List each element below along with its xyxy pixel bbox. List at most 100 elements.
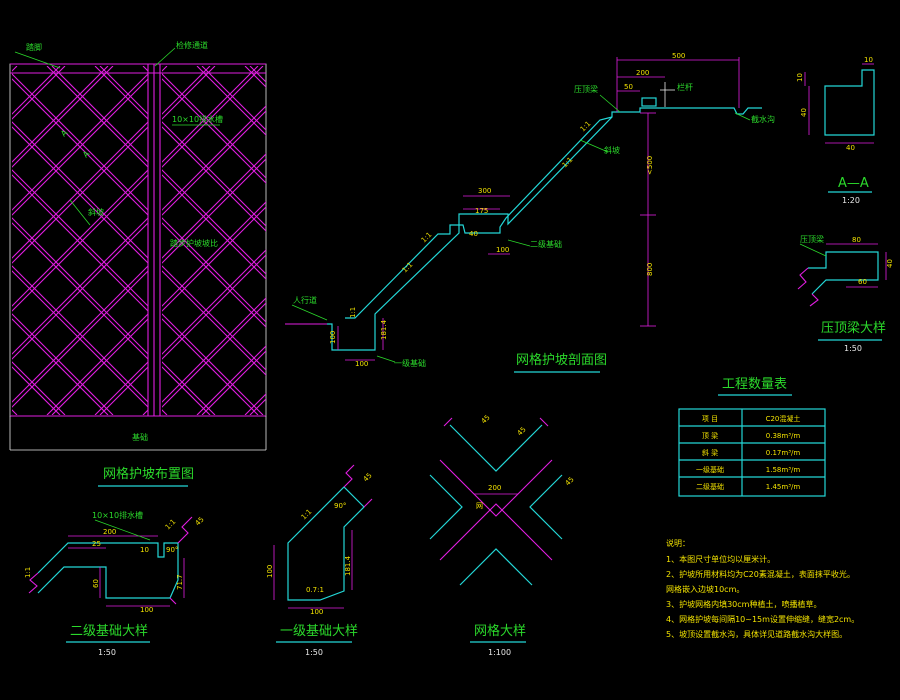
grid-detail: 200 45 45 45 网 网格大样 1:100 bbox=[429, 413, 576, 657]
lattice-line bbox=[201, 350, 266, 415]
table-cell-value: 1.45m³/m bbox=[766, 483, 801, 491]
b2-dim-200: 200 bbox=[103, 528, 116, 536]
section-aa: 10 40 40 10 A—A 1:20 bbox=[796, 56, 875, 205]
lattice-line bbox=[162, 73, 266, 179]
lattice-line bbox=[162, 66, 168, 72]
b2-dim-100: 100 bbox=[140, 606, 153, 614]
aa-title: A—A bbox=[838, 176, 869, 191]
cap-dim-60: 60 bbox=[858, 278, 867, 286]
cap-label: 压顶梁 bbox=[800, 235, 824, 244]
lattice-line bbox=[12, 270, 148, 408]
notes-item: 4、网格护坡每间隔10~15m设置伸缩缝，缝宽2cm。 bbox=[666, 614, 859, 624]
notes-item: 1、本图尺寸单位均以厘米计。 bbox=[666, 554, 775, 564]
label-base: 基础 bbox=[132, 432, 148, 442]
dim-1-1a: 1:1 bbox=[579, 120, 593, 134]
dim-175: 175 bbox=[475, 207, 488, 215]
lattice-line bbox=[162, 66, 264, 168]
label-cap-beam: 踏脚 bbox=[26, 42, 42, 52]
lattice-line bbox=[162, 206, 266, 312]
grid-dim-45a: 45 bbox=[480, 413, 492, 425]
grid-label: 网 bbox=[476, 502, 483, 510]
b2-dim-25: 25 bbox=[92, 540, 101, 548]
lattice-line bbox=[162, 201, 266, 307]
cap-dim-40: 40 bbox=[886, 259, 894, 268]
lattice-line bbox=[162, 414, 163, 415]
grid-title: 网格大样 bbox=[474, 623, 526, 639]
table-cell-item: 顶 梁 bbox=[702, 431, 718, 440]
notes-heading: 说明： bbox=[666, 538, 690, 548]
profile-view: 500 200 50 压顶梁 栏杆 截水沟 斜坡 <500 800 300 17… bbox=[285, 52, 775, 373]
cap-scale: 1:50 bbox=[844, 344, 862, 353]
dim-1-1e: 1:1 bbox=[349, 307, 357, 318]
table-cell-value: 1.58m³/m bbox=[766, 466, 801, 474]
layout-grid-right bbox=[162, 66, 791, 415]
aa-dim-10: 10 bbox=[796, 73, 804, 82]
lattice-line bbox=[162, 265, 266, 371]
lattice-line bbox=[12, 78, 148, 216]
dim-100v: 100 bbox=[329, 331, 337, 344]
lattice-line bbox=[442, 66, 791, 415]
b2-dim-1-1b: 1:1 bbox=[164, 518, 178, 532]
lattice-line bbox=[12, 313, 114, 415]
lattice-line bbox=[12, 73, 148, 211]
notes-item: 2、护坡所用材料均为C20素混凝土，表面抹平收光。 bbox=[666, 569, 855, 579]
b2-dim-10: 10 bbox=[140, 546, 149, 554]
b2-dim-60: 60 bbox=[92, 579, 100, 588]
notes-item: 3、护坡网格内填30cm种植土，喷播植草。 bbox=[666, 599, 821, 609]
label-base1-p: 一级基础 bbox=[394, 358, 426, 368]
b1-dim-100h: 100 bbox=[266, 565, 274, 578]
lattice-line bbox=[12, 73, 148, 211]
aa-dim-10b: 10 bbox=[864, 56, 873, 64]
dim-height-bottom: 800 bbox=[646, 263, 654, 276]
layout-title: 网格护坡布置图 bbox=[103, 466, 194, 482]
label-section-a1: A bbox=[59, 128, 70, 139]
dim-1-1c: 1:1 bbox=[420, 231, 434, 245]
lattice-line bbox=[162, 409, 168, 415]
base1-detail: 100 100 1:1 90° 45 0.7:1 181.4 一级基础大样 1:… bbox=[266, 464, 374, 657]
notes: 说明： 1、本图尺寸单位均以厘米计。 2、护坡所用材料均为C20素混凝土，表面抹平… bbox=[666, 538, 859, 639]
label-cap: 压顶梁 bbox=[574, 85, 598, 94]
lattice-line bbox=[12, 169, 148, 307]
lattice-line bbox=[162, 302, 266, 408]
table-cell-value: 0.38m³/m bbox=[766, 432, 801, 440]
lattice-line bbox=[46, 313, 148, 415]
lattice-line bbox=[12, 270, 148, 408]
label-drain: 10×10排水槽 bbox=[172, 114, 223, 124]
lattice-line bbox=[12, 78, 148, 216]
dim-40: 40 bbox=[469, 230, 478, 238]
b2-label-drain: 10×10排水槽 bbox=[92, 510, 143, 520]
lattice-line bbox=[46, 66, 148, 168]
table-header-item: 项 目 bbox=[702, 415, 718, 423]
lattice-line bbox=[12, 66, 114, 168]
cap-title: 压顶梁大样 bbox=[821, 321, 886, 336]
lattice-line bbox=[162, 66, 163, 67]
label-base2-p: 二级基础 bbox=[530, 239, 562, 249]
cap-detail: 80 60 40 压顶梁 压顶梁大样 1:50 bbox=[797, 235, 894, 353]
lattice-line bbox=[196, 345, 266, 415]
lattice-line bbox=[51, 66, 148, 163]
label-sidewalk: 人行道 bbox=[293, 295, 317, 305]
table-cell-item: 斜 梁 bbox=[702, 448, 718, 457]
b1-scale: 1:50 bbox=[305, 648, 323, 657]
dim-500: 500 bbox=[672, 52, 685, 60]
dim-1-1d: 1:1 bbox=[401, 261, 415, 275]
grid-scale: 1:100 bbox=[488, 648, 511, 657]
label-rail: 栏杆 bbox=[677, 82, 693, 92]
grid-dim-45c: 45 bbox=[564, 475, 576, 487]
b1-dim-90: 90° bbox=[334, 502, 346, 510]
aa-dim-40w: 40 bbox=[846, 144, 855, 152]
lattice-line bbox=[12, 121, 148, 259]
table-cell-item: 二级基础 bbox=[696, 482, 724, 491]
dim-300: 300 bbox=[478, 187, 491, 195]
lattice-line bbox=[201, 66, 266, 131]
label-slope: 斜坡 bbox=[88, 207, 104, 217]
lattice-line bbox=[51, 318, 148, 415]
lattice-line bbox=[12, 217, 148, 355]
aa-scale: 1:20 bbox=[842, 196, 860, 205]
label-section-a2: A bbox=[81, 149, 92, 160]
lattice-line bbox=[12, 222, 148, 360]
cap-dim-80: 80 bbox=[852, 236, 861, 244]
b2-title: 二级基础大样 bbox=[70, 624, 148, 639]
